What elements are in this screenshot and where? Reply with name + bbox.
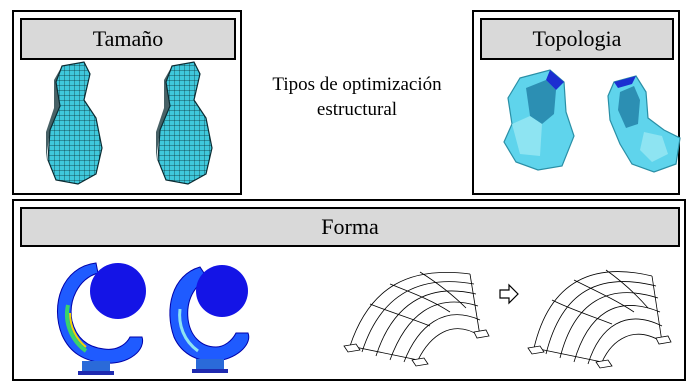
panel-shape: Forma — [12, 199, 686, 381]
arrow-right-outline-icon — [499, 283, 519, 305]
panel-topology: Topologia — [472, 10, 681, 195]
shape-ring-left — [56, 262, 146, 375]
panel-size: Tamaño — [12, 10, 242, 195]
size-mesh-left — [46, 61, 103, 185]
size-mesh-right — [156, 61, 213, 185]
topology-part-left — [503, 69, 575, 171]
shape-ring-right — [169, 265, 250, 373]
shape-gridshell-left — [343, 271, 490, 367]
panel-size-title: Tamaño — [20, 18, 236, 60]
panel-topology-title: Topologia — [480, 18, 674, 60]
panel-shape-title: Forma — [20, 207, 680, 247]
topology-part-right — [607, 75, 681, 173]
shape-gridshell-right — [527, 269, 672, 369]
center-caption: Tipos de optimización estructural — [272, 74, 442, 120]
